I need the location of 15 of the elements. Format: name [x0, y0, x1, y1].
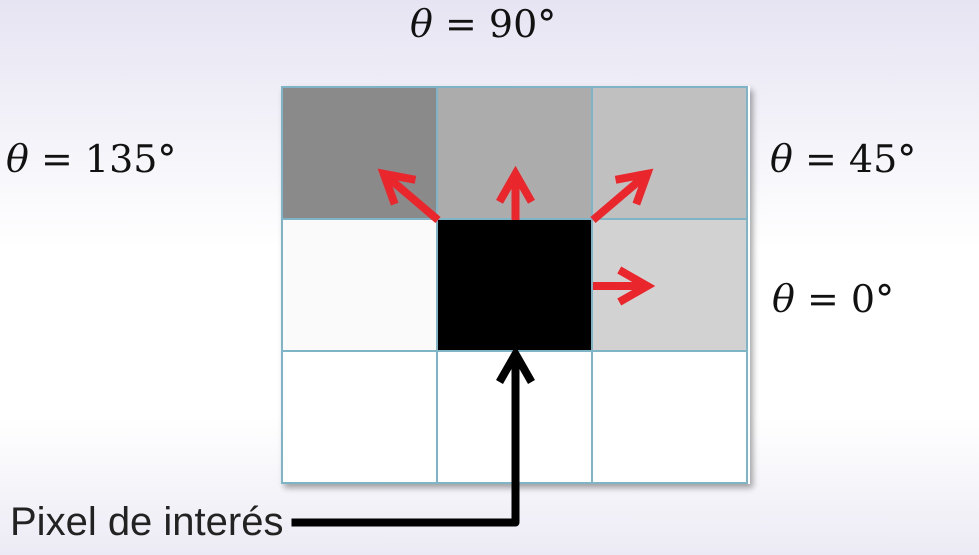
pixel-cell — [591, 218, 748, 352]
angle-label: θ = 90° — [410, 2, 556, 46]
angle-label: θ = 135° — [6, 137, 176, 181]
pixel-cell — [436, 86, 593, 220]
pointer-label: Pixel de interés — [10, 500, 284, 545]
pixel-cell — [281, 218, 438, 352]
direction-arrow — [380, 170, 441, 224]
pixel-cell — [281, 86, 438, 220]
angle-label: θ = 45° — [770, 137, 916, 181]
pixel-cell — [591, 86, 748, 220]
direction-arrow — [590, 170, 652, 224]
pixel-cell — [436, 218, 593, 352]
pixel-cell — [281, 350, 438, 484]
angle-label: θ = 0° — [772, 277, 894, 321]
pixel-cell — [591, 350, 748, 484]
